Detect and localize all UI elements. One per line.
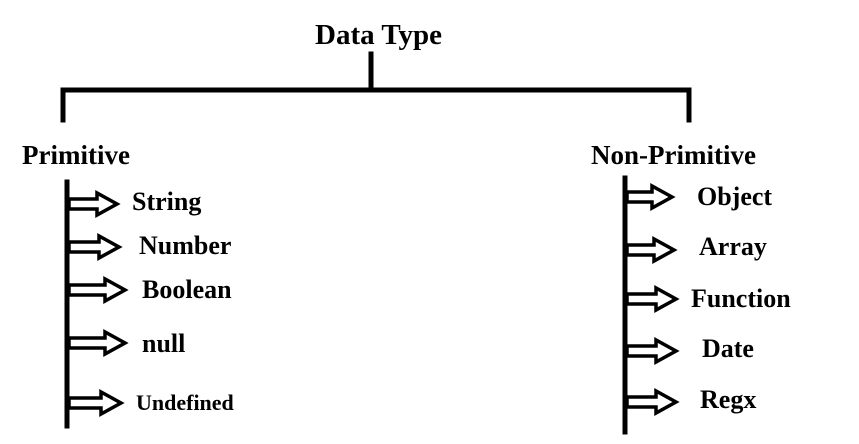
primitive-arrows [67,190,129,417]
arrow-icon [67,389,125,417]
primitive-item-string: String [132,187,202,216]
non-primitive-arrows [625,183,680,416]
arrow-icon [625,183,676,211]
non-primitive-item-date: Date [702,334,754,363]
non-primitive-item-object: Object [697,182,773,211]
arrow-icon [67,233,123,261]
non-primitive-item-array: Array [699,232,767,261]
primitive-item-null: null [142,329,186,358]
non-primitive-item-regx: Regx [700,385,757,414]
primitive-item-number: Number [139,231,232,260]
primitive-label: Primitive [22,140,130,170]
arrow-icon [625,236,678,264]
arrow-icon [67,329,129,357]
arrow-icon [625,337,680,365]
primitive-item-undefined: Undefined [136,390,234,415]
non-primitive-item-function: Function [691,284,791,313]
arrow-icon [67,190,121,218]
root-label: Data Type [315,19,443,51]
primitive-item-boolean: Boolean [142,275,232,304]
arrow-icon [625,285,680,313]
arrow-icon [625,388,680,416]
non-primitive-label: Non-Primitive [591,140,756,170]
arrow-icon [67,276,129,304]
